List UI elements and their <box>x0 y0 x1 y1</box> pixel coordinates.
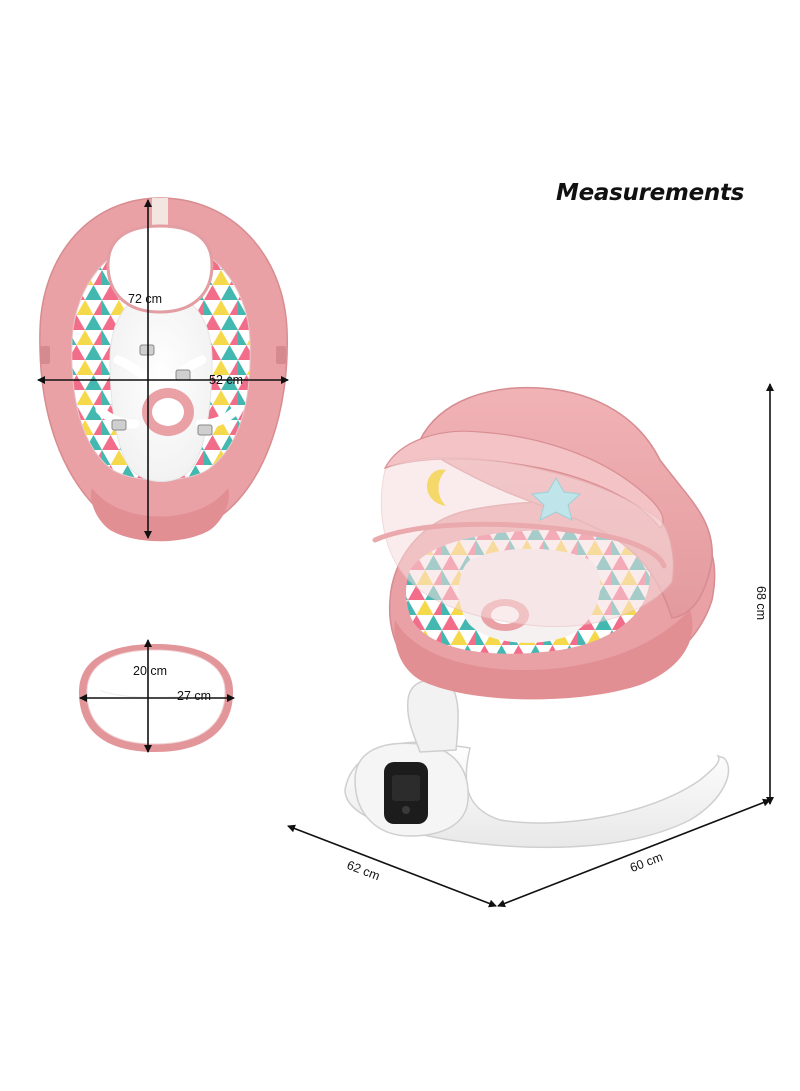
seat-bottom-band <box>90 488 230 542</box>
harness <box>95 344 241 436</box>
swing-front-band <box>394 610 693 700</box>
top-view-width-label: 52 cm <box>209 373 244 387</box>
swing-height-label: 68 cm <box>754 586 768 621</box>
top-strap <box>152 198 168 228</box>
swing-stem <box>406 679 459 753</box>
head-pillow <box>106 224 214 314</box>
swing-depth-arrow <box>287 824 497 908</box>
pillow-height-label: 20 cm <box>133 664 168 678</box>
top-view-seat <box>39 197 288 542</box>
page-title: Measurements <box>556 180 745 206</box>
seat-pad <box>109 291 213 482</box>
moon-toy <box>426 469 446 506</box>
pillow-width-label: 27 cm <box>177 689 212 703</box>
swing-width-arrow <box>497 798 771 908</box>
star-toy <box>530 476 582 521</box>
swing-illustration <box>344 386 730 849</box>
mosquito-net <box>380 457 674 628</box>
top-view-length-label: 72 cm <box>128 292 163 306</box>
toy-bar <box>372 521 667 569</box>
